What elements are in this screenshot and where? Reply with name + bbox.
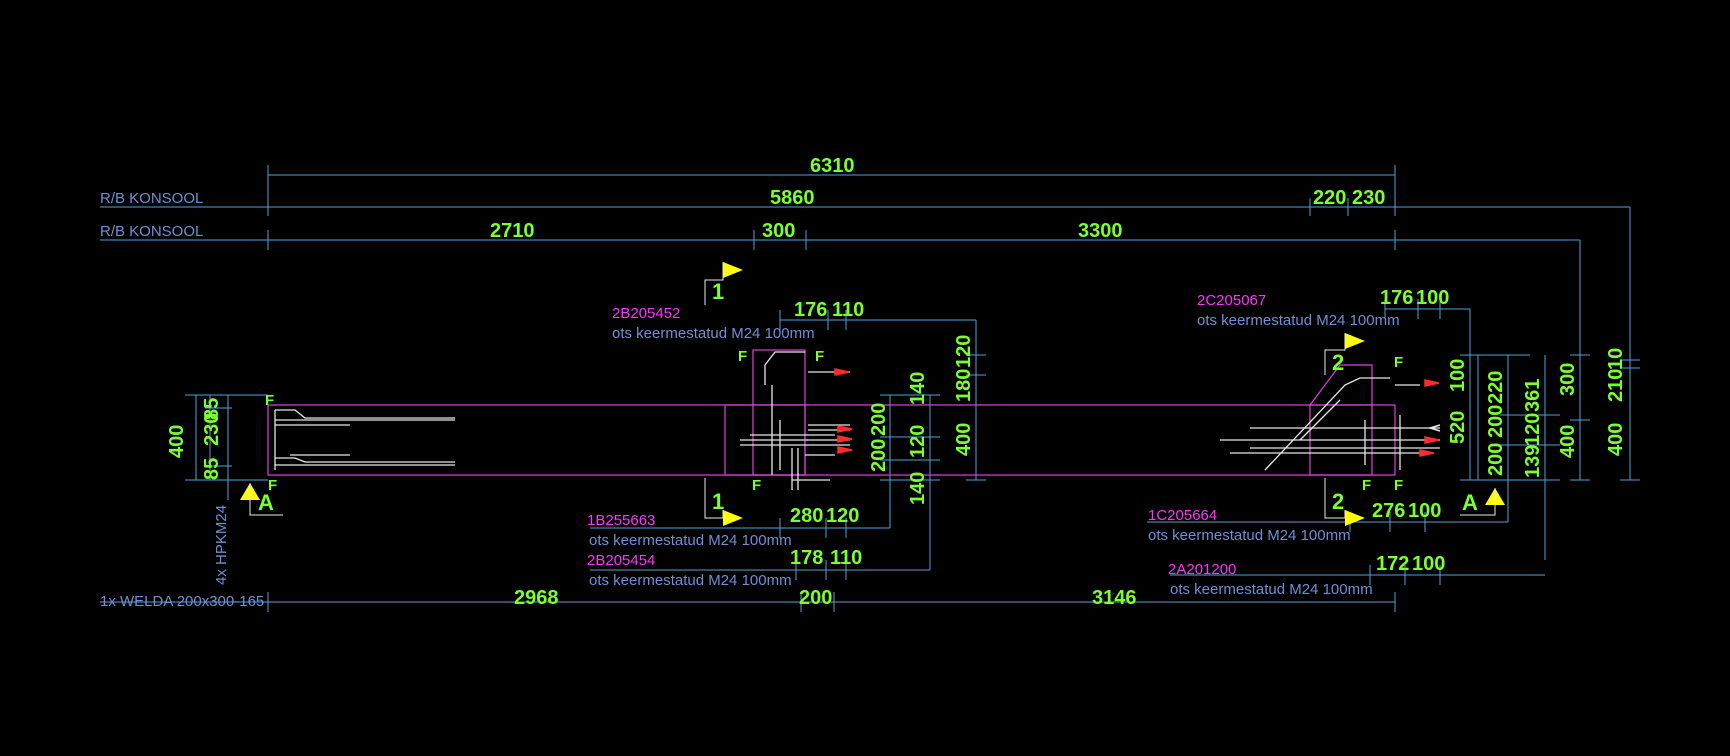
dim-140: 140 — [907, 372, 929, 405]
dim-361: 361 — [1522, 379, 1544, 412]
dim-520: 520 — [1447, 411, 1469, 444]
dim-100v: 100 — [1447, 359, 1469, 392]
face-mark: F — [268, 477, 277, 494]
dim-400: 400 — [953, 423, 975, 456]
dim-200: 200 — [799, 587, 832, 609]
dim-280: 280 — [790, 505, 823, 527]
dim-176: 176 — [794, 299, 827, 321]
face-mark: F — [752, 477, 761, 494]
dim-210: 210 — [1605, 369, 1627, 402]
beam-outline — [267, 349, 1396, 476]
face-mark: F — [1394, 477, 1403, 494]
anchors — [834, 368, 1441, 457]
dim-120c: 120 — [826, 505, 859, 527]
dim-178: 178 — [790, 547, 823, 569]
dim-172: 172 — [1376, 553, 1409, 575]
mark-desc: ots keermestatud M24 100mm — [589, 532, 792, 549]
mark-code: 1B255663 — [587, 512, 655, 529]
hpkm-label: 4x HPKM24 — [213, 505, 230, 585]
mark-code: 2B205454 — [587, 552, 655, 569]
dim-120b: 120 — [907, 425, 929, 458]
dim-100r: 100 — [1416, 287, 1449, 309]
dim-120: 120 — [953, 335, 975, 368]
mark-desc: ots keermestatud M24 100mm — [589, 572, 792, 589]
dim-100c: 100 — [1412, 553, 1445, 575]
dim-200v2: 200 — [1485, 443, 1507, 476]
section-marker-labels: 1 1 2 2 A A — [258, 279, 1478, 515]
dimension-lines — [100, 165, 1640, 612]
mark-desc: ots keermestatud M24 100mm — [1197, 312, 1400, 329]
dim-10: 10 — [1605, 348, 1627, 370]
dim-left-85b: 85 — [201, 398, 223, 420]
section-1-top: 1 — [712, 279, 724, 304]
face-mark: F — [815, 348, 824, 365]
dim-200b: 200 — [868, 439, 890, 472]
dim-3300: 3300 — [1078, 220, 1123, 242]
dim-400v2: 400 — [1605, 423, 1627, 456]
dim-200v: 200 — [1485, 405, 1507, 438]
dim-overall-6310: 6310 — [810, 155, 855, 177]
rb-konsool-label-1: R/B KONSOOL — [100, 190, 203, 207]
rb-konsool-label-2: R/B KONSOOL — [100, 223, 203, 240]
flag-2-top — [1345, 333, 1365, 349]
section-a-left: A — [258, 490, 274, 515]
section-a-right: A — [1462, 490, 1478, 515]
dim-110b: 110 — [830, 547, 862, 569]
dim-2710: 2710 — [490, 220, 535, 242]
mark-codes: 2B205452 ots keermestatud M24 100mm 1B25… — [587, 292, 1400, 598]
dim-100b: 100 — [1408, 500, 1441, 522]
face-mark: F — [1394, 354, 1403, 371]
mark-code: 1C205664 — [1148, 507, 1217, 524]
dim-200a: 200 — [868, 403, 890, 436]
face-mark: F — [265, 392, 274, 409]
section-2-top: 2 — [1332, 350, 1344, 375]
dim-3146: 3146 — [1092, 587, 1137, 609]
face-mark: F — [1362, 477, 1371, 494]
dim-230: 230 — [1352, 187, 1385, 209]
section-flags — [240, 262, 1505, 526]
dim-left-400: 400 — [166, 425, 188, 458]
dim-left-85: 85 — [201, 458, 223, 480]
dim-176r: 176 — [1380, 287, 1413, 309]
face-mark: F — [738, 348, 747, 365]
dim-120v: 120 — [1522, 413, 1544, 446]
mark-code: 2B205452 — [612, 305, 680, 322]
section-1-bottom: 1 — [712, 489, 724, 514]
dim-220v: 220 — [1485, 371, 1507, 404]
face-marks: F F F F F F F F — [265, 348, 1403, 494]
labels: R/B KONSOOL R/B KONSOOL 1x WELDA 200x300… — [100, 190, 264, 610]
mark-code: 2C205067 — [1197, 292, 1266, 309]
dim-220: 220 — [1313, 187, 1346, 209]
dim-400v: 400 — [1557, 425, 1579, 458]
mark-desc: ots keermestatud M24 100mm — [1148, 527, 1351, 544]
welda-label: 1x WELDA 200x300-165 — [100, 593, 264, 610]
dim-110: 110 — [832, 299, 864, 321]
flag-2-bottom — [1345, 510, 1365, 526]
dim-140b: 140 — [907, 472, 929, 505]
dim-300v: 300 — [1557, 363, 1579, 396]
dim-180: 180 — [953, 369, 975, 402]
flag-1-bottom — [723, 510, 743, 526]
flag-1-top — [723, 262, 743, 278]
dimension-texts: 6310 5860 220 230 2710 300 3300 2968 200… — [166, 155, 1627, 609]
mark-code: 2A201200 — [1168, 561, 1236, 578]
mark-desc: ots keermestatud M24 100mm — [1170, 581, 1373, 598]
rebar — [274, 351, 1440, 490]
dim-300: 300 — [762, 220, 795, 242]
dim-left-230: 230 — [201, 413, 223, 446]
section-2-bottom: 2 — [1332, 489, 1344, 514]
dim-5860: 5860 — [770, 187, 815, 209]
dim-139: 139 — [1522, 445, 1544, 478]
dim-276: 276 — [1372, 500, 1405, 522]
mark-desc: ots keermestatud M24 100mm — [612, 325, 815, 342]
dim-2968: 2968 — [514, 587, 559, 609]
